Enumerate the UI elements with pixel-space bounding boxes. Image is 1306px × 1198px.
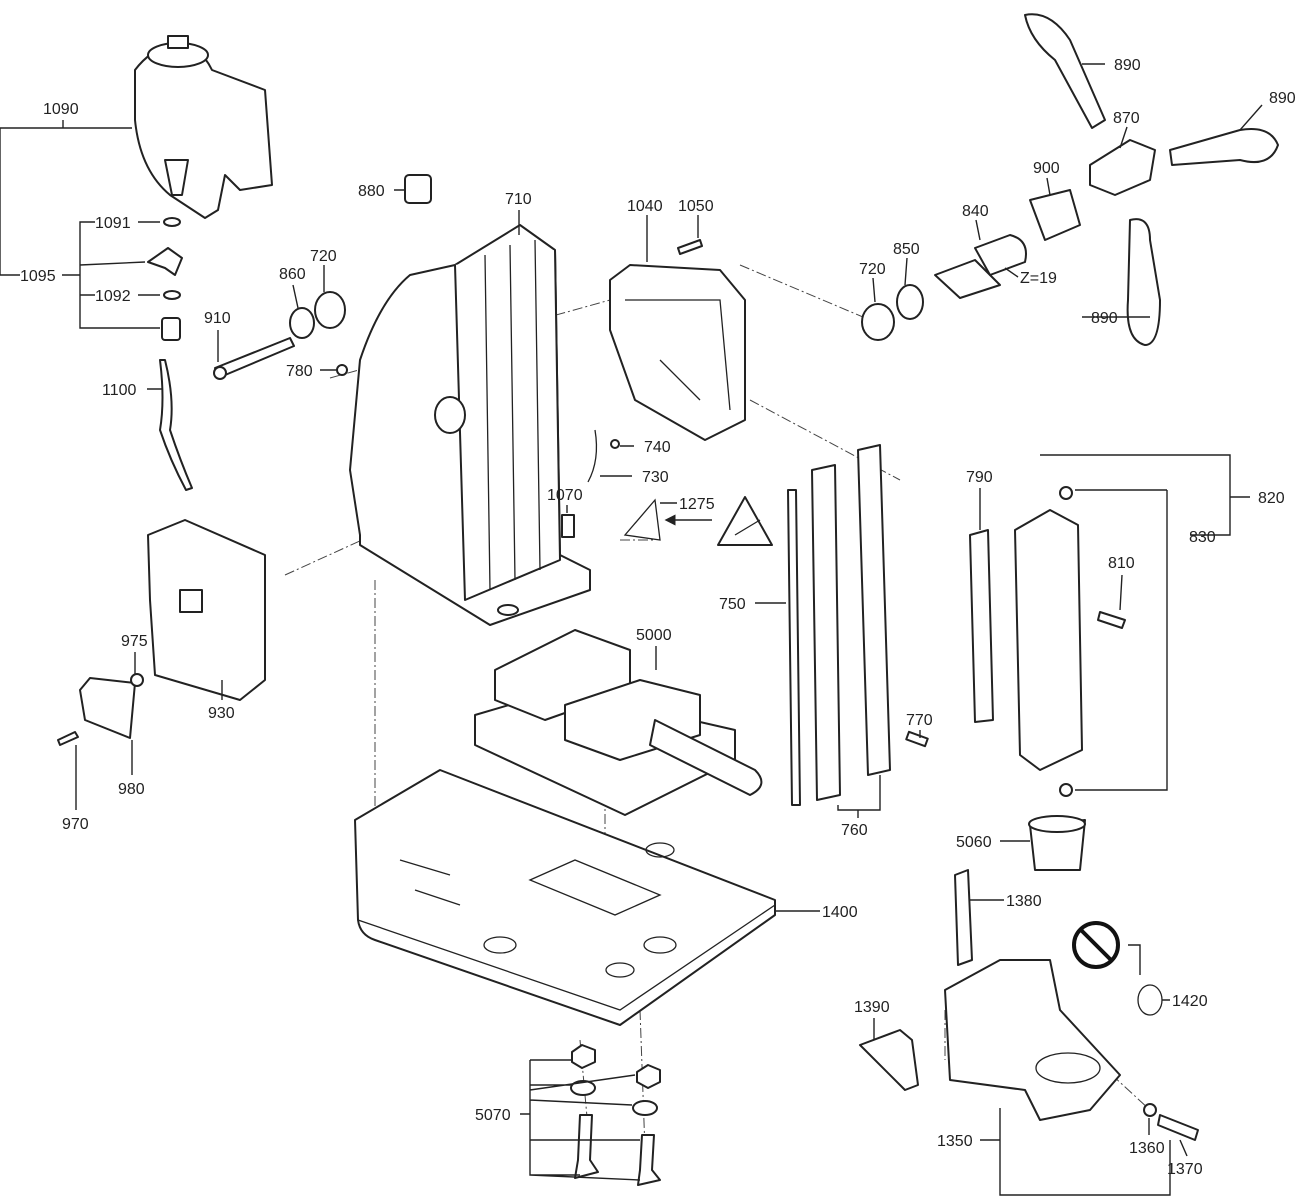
label-740: 740 bbox=[644, 439, 671, 456]
label-5070: 5070 bbox=[475, 1107, 511, 1124]
label-900: 900 bbox=[1033, 160, 1060, 177]
assembly-centerlines bbox=[284, 264, 1151, 1151]
label-1050: 1050 bbox=[678, 198, 714, 215]
label-720-right: 720 bbox=[859, 261, 886, 278]
label-810: 810 bbox=[1108, 555, 1135, 572]
label-975: 975 bbox=[121, 633, 148, 650]
coolant-tank-1090 bbox=[134, 35, 273, 219]
label-1400: 1400 bbox=[822, 904, 858, 921]
screw-1050 bbox=[677, 239, 703, 255]
label-1092: 1092 bbox=[95, 288, 131, 305]
label-z19: Z=19 bbox=[1020, 270, 1057, 287]
label-820: 820 bbox=[1258, 490, 1285, 507]
label-870: 870 bbox=[1113, 110, 1140, 127]
label-1390: 1390 bbox=[854, 999, 890, 1016]
switch-box-930 bbox=[57, 519, 266, 746]
no-touch-prohibition-icon bbox=[1072, 921, 1120, 969]
label-1380: 1380 bbox=[1006, 893, 1042, 910]
label-750: 750 bbox=[719, 596, 746, 613]
rails-750-760 bbox=[787, 444, 929, 806]
label-1370: 1370 bbox=[1167, 1161, 1203, 1178]
drill-guide-1350 bbox=[859, 815, 1199, 1141]
screw-740 bbox=[610, 439, 620, 449]
label-1350: 1350 bbox=[937, 1133, 973, 1150]
part-labels: 1090 1091 1095 1092 1100 880 710 1040 10… bbox=[20, 57, 1296, 1178]
spindle-parts bbox=[213, 13, 1279, 380]
label-5000: 5000 bbox=[636, 627, 672, 644]
label-880: 880 bbox=[358, 183, 385, 200]
label-1070: 1070 bbox=[547, 487, 583, 504]
label-720: 720 bbox=[310, 248, 337, 265]
leader-lines bbox=[0, 63, 1263, 1196]
label-890-bottom: 890 bbox=[1091, 310, 1118, 327]
label-1275: 1275 bbox=[679, 496, 715, 513]
vise-5000 bbox=[474, 629, 763, 816]
label-1360: 1360 bbox=[1129, 1140, 1165, 1157]
label-1095: 1095 bbox=[20, 268, 56, 285]
column-710 bbox=[349, 224, 591, 626]
screw-1070 bbox=[561, 514, 575, 538]
label-1275 bbox=[623, 498, 661, 541]
housing-1040 bbox=[609, 264, 746, 441]
label-840: 840 bbox=[962, 203, 989, 220]
fasteners-5070 bbox=[570, 1044, 661, 1186]
label-1090: 1090 bbox=[43, 101, 79, 118]
label-1420: 1420 bbox=[1172, 993, 1208, 1010]
label-1040: 1040 bbox=[627, 198, 663, 215]
coolant-fittings bbox=[147, 217, 193, 491]
label-1091: 1091 bbox=[95, 215, 131, 232]
label-760: 760 bbox=[841, 822, 868, 839]
warning-triangle-icon bbox=[717, 496, 773, 546]
spring-730 bbox=[587, 429, 598, 483]
label-970: 970 bbox=[62, 816, 89, 833]
label-910: 910 bbox=[204, 310, 231, 327]
label-850: 850 bbox=[893, 241, 920, 258]
label-830: 830 bbox=[1189, 529, 1216, 546]
label-710: 710 bbox=[505, 191, 532, 208]
label-780: 780 bbox=[286, 363, 313, 380]
label-790: 790 bbox=[966, 469, 993, 486]
label-770: 770 bbox=[906, 712, 933, 729]
rack-and-slide bbox=[969, 486, 1126, 797]
label-5060: 5060 bbox=[956, 834, 992, 851]
label-930: 930 bbox=[208, 705, 235, 722]
label-860: 860 bbox=[279, 266, 306, 283]
base-plate-1400 bbox=[354, 769, 776, 1026]
label-890-right: 890 bbox=[1269, 90, 1296, 107]
label-730: 730 bbox=[642, 469, 669, 486]
label-980: 980 bbox=[118, 781, 145, 798]
cap-880 bbox=[404, 174, 432, 204]
label-890-top: 890 bbox=[1114, 57, 1141, 74]
label-1100: 1100 bbox=[102, 382, 137, 399]
